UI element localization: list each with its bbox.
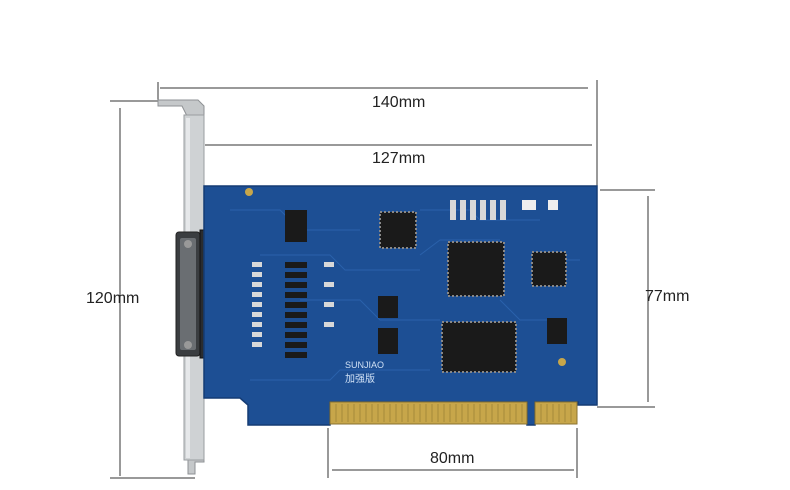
mounting-hole <box>245 188 253 196</box>
dim-label-board-length: 127mm <box>372 150 426 167</box>
dimension-lines <box>110 80 655 479</box>
mounting-hole <box>558 358 566 366</box>
dim-label-overall-height: 120mm <box>86 290 140 307</box>
ic-chip <box>441 321 517 373</box>
ic-chip <box>531 251 567 287</box>
dim-label-board-height: 77mm <box>645 288 690 305</box>
gold-edge-connector <box>329 401 578 425</box>
ic-chip <box>378 296 398 318</box>
ic-chip <box>285 210 307 242</box>
board-chinese-text: 加强版 <box>345 372 375 385</box>
ic-chip <box>447 241 505 297</box>
ic-chips <box>252 200 567 373</box>
ic-chip <box>378 328 398 354</box>
ic-chip <box>379 211 417 249</box>
dim-label-overall-length: 140mm <box>372 94 426 111</box>
dim-label-connector-length: 80mm <box>430 450 475 467</box>
ic-chip <box>547 318 567 344</box>
board-brand-text: SUNJIAO <box>345 360 384 370</box>
